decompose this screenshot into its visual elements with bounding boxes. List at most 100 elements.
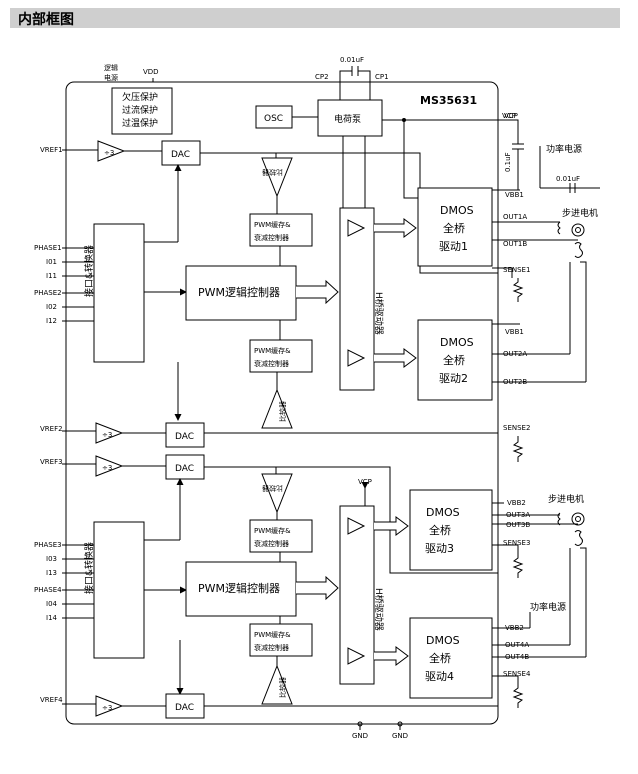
divider-2-label: ÷3 [102,431,112,439]
dmos-1-line1: DMOS [440,204,474,217]
hbridge-1 [339,207,375,391]
pin-phase4: PHASE4 [34,586,62,594]
dac-2 [165,422,205,448]
pin-out3a: OUT3A [506,511,530,519]
dac-1-label: DAC [171,150,190,160]
pin-i14: I14 [46,614,58,622]
pin-sense4: SENSE4 [503,670,531,678]
pin-out4a: OUT4A [505,641,529,649]
cp2-pin: CP2 [315,73,329,81]
pwm-buffer-1 [249,213,313,247]
pin-phase2: PHASE2 [34,289,62,297]
comparator-3 [261,473,293,514]
protection-uvlo: 欠压保护 [122,91,158,103]
pin-vbb2-b: VBB2 [505,624,524,632]
charge-pump-label: 电荷泵 [334,113,361,125]
dmos-3-line3: 驱动3 [425,542,454,555]
pin-i02: I02 [46,303,57,311]
protection-block [111,87,173,135]
logic-power-label-1: 逻辑 [104,63,118,72]
dmos-3-line2: 全桥 [429,523,451,537]
vdd-pin: VDD [143,68,159,76]
pwm-buffer-1-line1: PWM缓存& [254,220,291,229]
pwm-logic-2 [185,561,297,617]
pin-vref1: VREF1 [40,146,63,154]
dmos-2-line2: 全桥 [443,353,465,367]
pin-vref2: VREF2 [40,425,63,433]
dmos-4-line2: 全桥 [429,651,451,665]
section-header: 内部框图 [10,8,620,28]
pin-i01: I01 [46,258,57,266]
comparator-1 [261,157,293,198]
dmos-3 [409,489,493,571]
pin-out1a: OUT1A [503,213,527,221]
comparator-1-label: 比较器 [262,168,283,177]
pin-sense3: SENSE3 [503,539,530,547]
pwm-buffer-3 [249,519,313,553]
pwm-logic-2-label: PWM逻辑控制器 [198,581,280,595]
dmos-1-line2: 全桥 [443,221,465,235]
pin-vbb1-b: VBB1 [505,328,524,336]
protection-ocp: 过流保护 [122,104,158,116]
divider-3 [95,455,124,477]
dmos-4-line1: DMOS [426,634,460,647]
pwm-buffer-2 [249,339,313,373]
stepper-top-label: 步进电机 [562,207,598,219]
arrow-logic-hbridge-2 [296,575,339,601]
cap-right2-label: 0.01uF [556,175,580,183]
pwm-logic-1-label: PWM逻辑控制器 [198,285,280,299]
dmos-3-line1: DMOS [426,506,460,519]
pin-vcp: VCP [502,112,516,120]
dmos-4-line3: 驱动4 [425,670,454,683]
dac-3-label: DAC [175,464,194,474]
hbridge-2-label: H桥驱动器 [373,588,385,631]
pin-out2b: OUT2B [503,378,527,386]
osc-label: OSC [264,114,283,124]
interface-1-label: 接口&转换器 [83,245,95,297]
interface-2 [93,521,145,659]
pin-i13: I13 [46,569,57,577]
vcp-pin: VCP [504,112,518,120]
divider-1-label: ÷3 [104,149,114,157]
hbridge-2 [339,505,375,685]
divider-4-label: ÷3 [102,704,112,712]
pwm-buffer-3-line1: PWM缓存& [254,526,291,535]
pwm-buffer-4 [249,623,313,657]
dmos-1-line3: 驱动1 [439,240,468,253]
comparator-4 [261,664,293,705]
dac-1 [161,140,201,166]
comparator-2 [261,388,293,429]
interface-2-label: 接口&转换器 [83,542,95,594]
comparator-2-label: 比较器 [278,401,287,422]
arrow-logic-hbridge-1 [296,279,339,305]
pin-out1b: OUT1B [503,240,527,248]
pin-i03: I03 [46,555,57,563]
pin-i04: I04 [46,600,58,608]
dac-4-label: DAC [175,703,194,713]
divider-2 [95,422,124,444]
cap-right-label: 0.1uF [504,152,512,172]
divider-1 [97,140,126,162]
comparator-4-label: 比较器 [278,677,287,698]
pin-i12: I12 [46,317,57,325]
dmos-2 [417,319,493,401]
pin-out3b: OUT3B [506,521,530,529]
vcp-inner-label: VCP [358,478,372,486]
pin-gnd-2: GND [392,732,408,740]
pin-phase3: PHASE3 [34,541,62,549]
pwm-buffer-4-line2: 衰减控制器 [254,643,289,652]
stepper-bottom-label: 步进电机 [548,493,584,505]
section-title: 内部框图 [18,12,74,28]
pwm-buffer-3-line2: 衰减控制器 [254,539,289,548]
charge-pump-block [317,99,383,137]
pin-gnd-1: GND [352,732,368,740]
pin-sense1: SENSE1 [503,266,530,274]
dac-2-label: DAC [175,432,194,442]
protection-otp: 过温保护 [122,117,158,129]
pwm-logic-1 [185,265,297,321]
comparator-3-label: 比较器 [262,484,283,493]
pin-vref3: VREF3 [40,458,63,466]
power-supply-bottom: 功率电源 [530,601,566,613]
